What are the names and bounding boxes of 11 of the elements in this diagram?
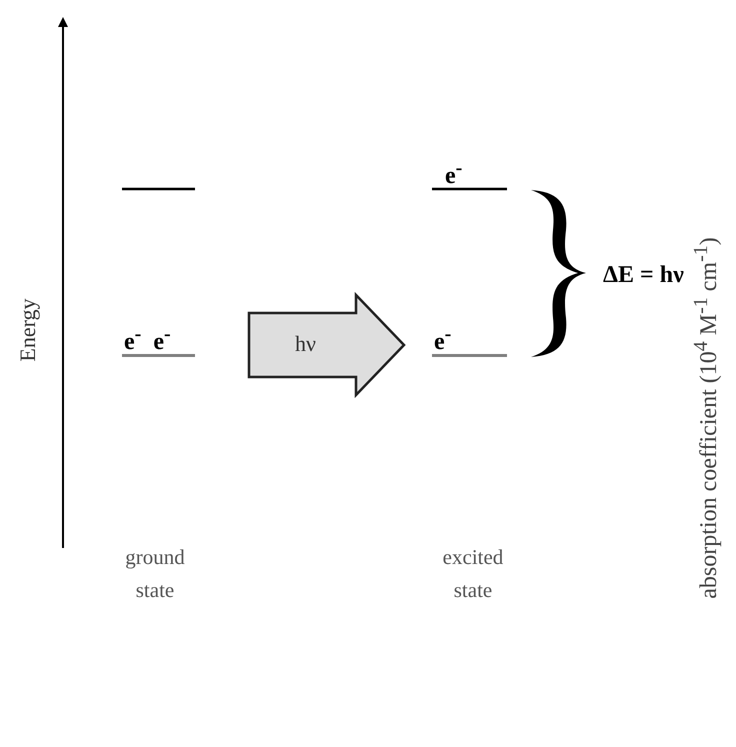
edge-label: hν	[295, 333, 316, 355]
state-label: ground state	[124, 544, 186, 604]
electron-label: e$^{-}$	[434, 324, 452, 354]
state-label: excited state	[442, 544, 504, 604]
electron-label: e$^{-}$	[153, 324, 171, 354]
curly-brace	[531, 190, 587, 358]
axis-label: Energy	[17, 298, 39, 362]
electron-label: e$^{-}$	[124, 324, 142, 354]
energy-equation: ΔE = hν	[603, 263, 684, 287]
block-arrow	[248, 292, 406, 398]
electron-label: e$^{-}$	[445, 158, 462, 188]
